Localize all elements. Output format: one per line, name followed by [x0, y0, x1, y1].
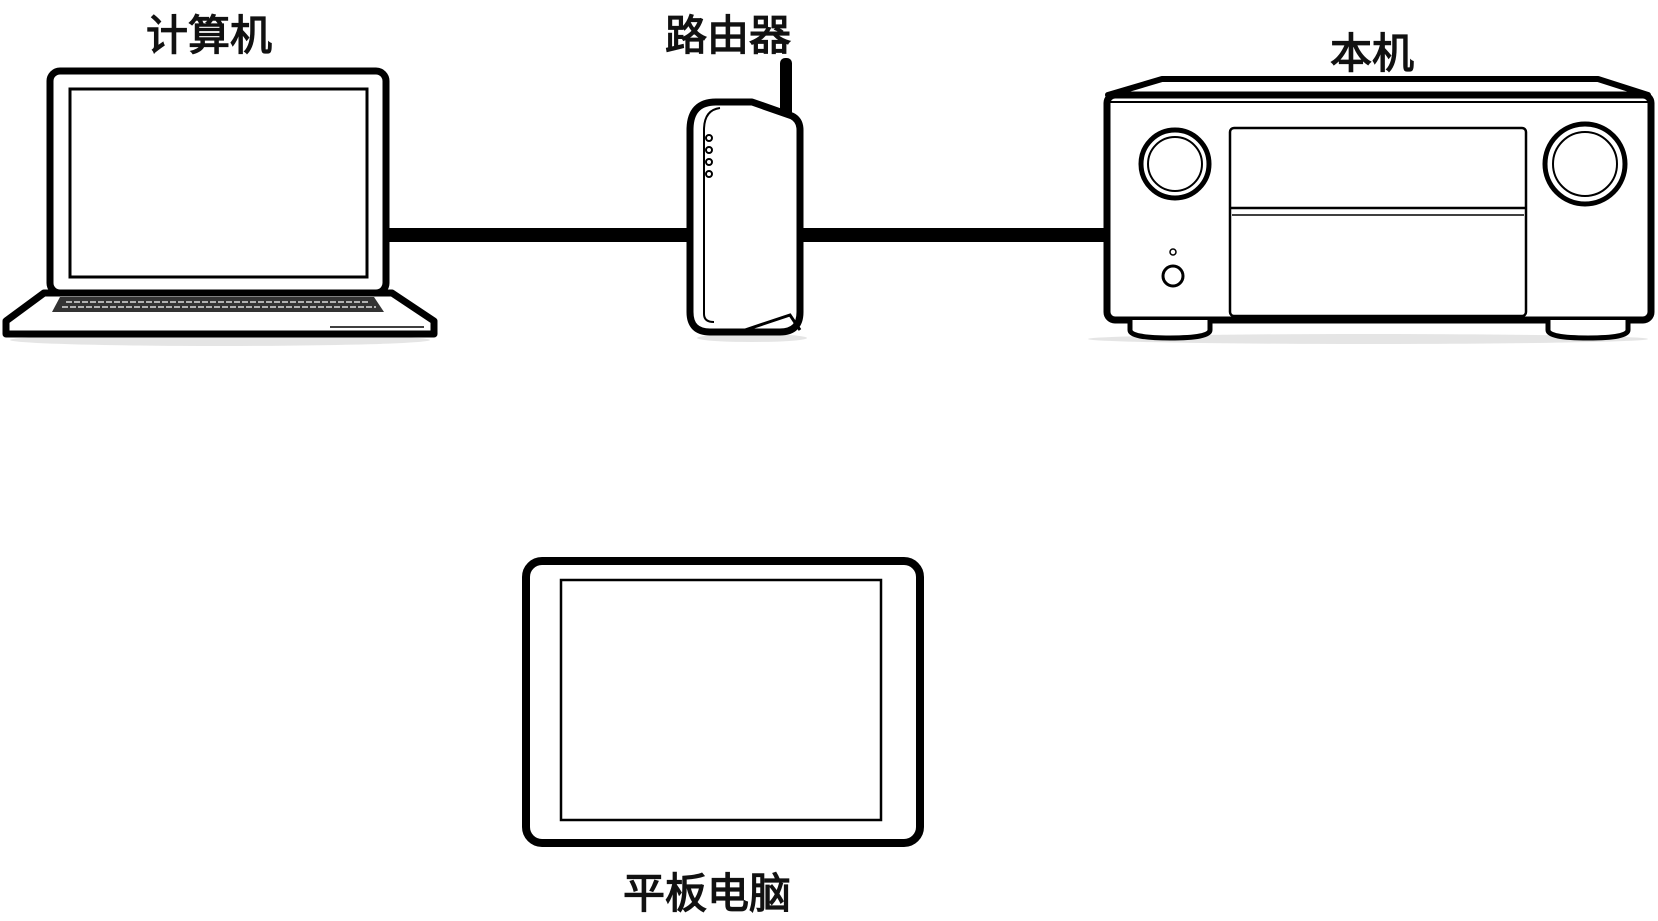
computer-label: 计算机 — [146, 11, 273, 60]
router-icon — [686, 58, 807, 342]
laptop-icon — [2, 67, 438, 346]
tablet-icon — [522, 557, 924, 847]
cable-computer-router — [384, 228, 692, 242]
router-label: 路由器 — [665, 11, 792, 60]
receiver-icon — [1088, 76, 1655, 344]
cable-router-unit — [800, 228, 1105, 242]
tablet-label: 平板电脑 — [623, 869, 792, 918]
unit-label: 本机 — [1330, 29, 1415, 78]
